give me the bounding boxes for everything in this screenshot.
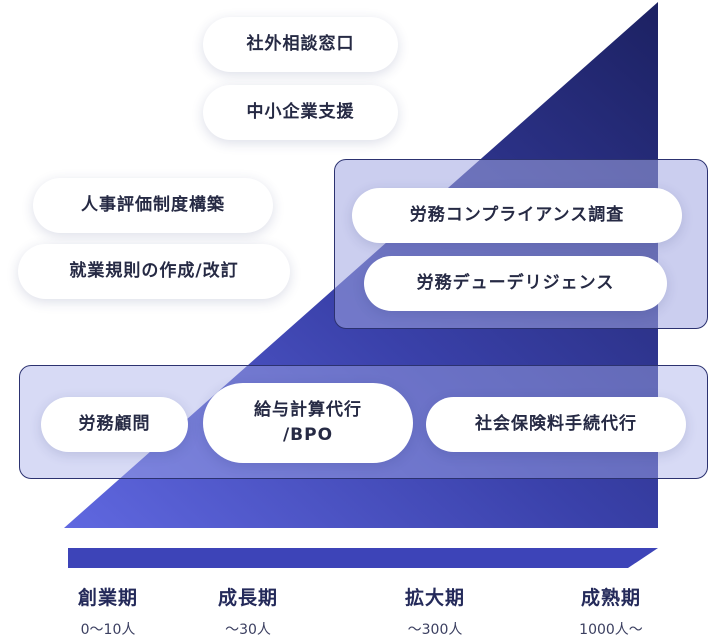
- stage-size-maturity: 1000人〜: [579, 622, 643, 638]
- social-insurance-pill: 社会保険料手続代行: [426, 397, 686, 452]
- sme-support-pill: 中小企業支援: [203, 85, 398, 140]
- labor-compliance-pill: 労務コンプライアンス調査: [352, 188, 682, 243]
- timeline-arrow: [68, 548, 658, 568]
- labor-due-diligence-label: 労務デューデリジェンス: [416, 273, 615, 294]
- payroll-label-line1: 給与計算代行: [254, 400, 362, 421]
- payroll-label-line2: /BPO: [282, 425, 334, 445]
- labor-compliance-label: 労務コンプライアンス調査: [409, 205, 625, 226]
- external-consultation-label: 社外相談窓口: [246, 34, 355, 55]
- work-rules-pill: 就業規則の作成/改訂: [18, 244, 290, 299]
- stage-label-growth: 成長期: [217, 587, 278, 609]
- stage-size-growth: 〜30人: [225, 622, 271, 638]
- stage-size-expansion: 〜300人: [407, 622, 463, 638]
- work-rules-label: 就業規則の作成/改訂: [69, 261, 239, 282]
- labor-advisor-label: 労務顧問: [78, 414, 151, 435]
- labor-advisor-pill: 労務顧問: [41, 397, 188, 452]
- stage-label-expansion: 拡大期: [404, 587, 465, 609]
- payroll-pill: 給与計算代行 /BPO: [203, 383, 413, 463]
- stage-size-founding: 0〜10人: [80, 622, 136, 638]
- hr-evaluation-label: 人事評価制度構築: [81, 195, 225, 216]
- social-insurance-label: 社会保険料手続代行: [475, 414, 637, 435]
- stage-label-founding: 創業期: [77, 587, 138, 609]
- hr-evaluation-pill: 人事評価制度構築: [33, 178, 273, 233]
- external-consultation-pill: 社外相談窓口: [203, 17, 398, 72]
- stage-label-maturity: 成熟期: [580, 587, 641, 609]
- sme-support-label: 中小企業支援: [246, 102, 355, 123]
- labor-due-diligence-pill: 労務デューデリジェンス: [364, 256, 667, 311]
